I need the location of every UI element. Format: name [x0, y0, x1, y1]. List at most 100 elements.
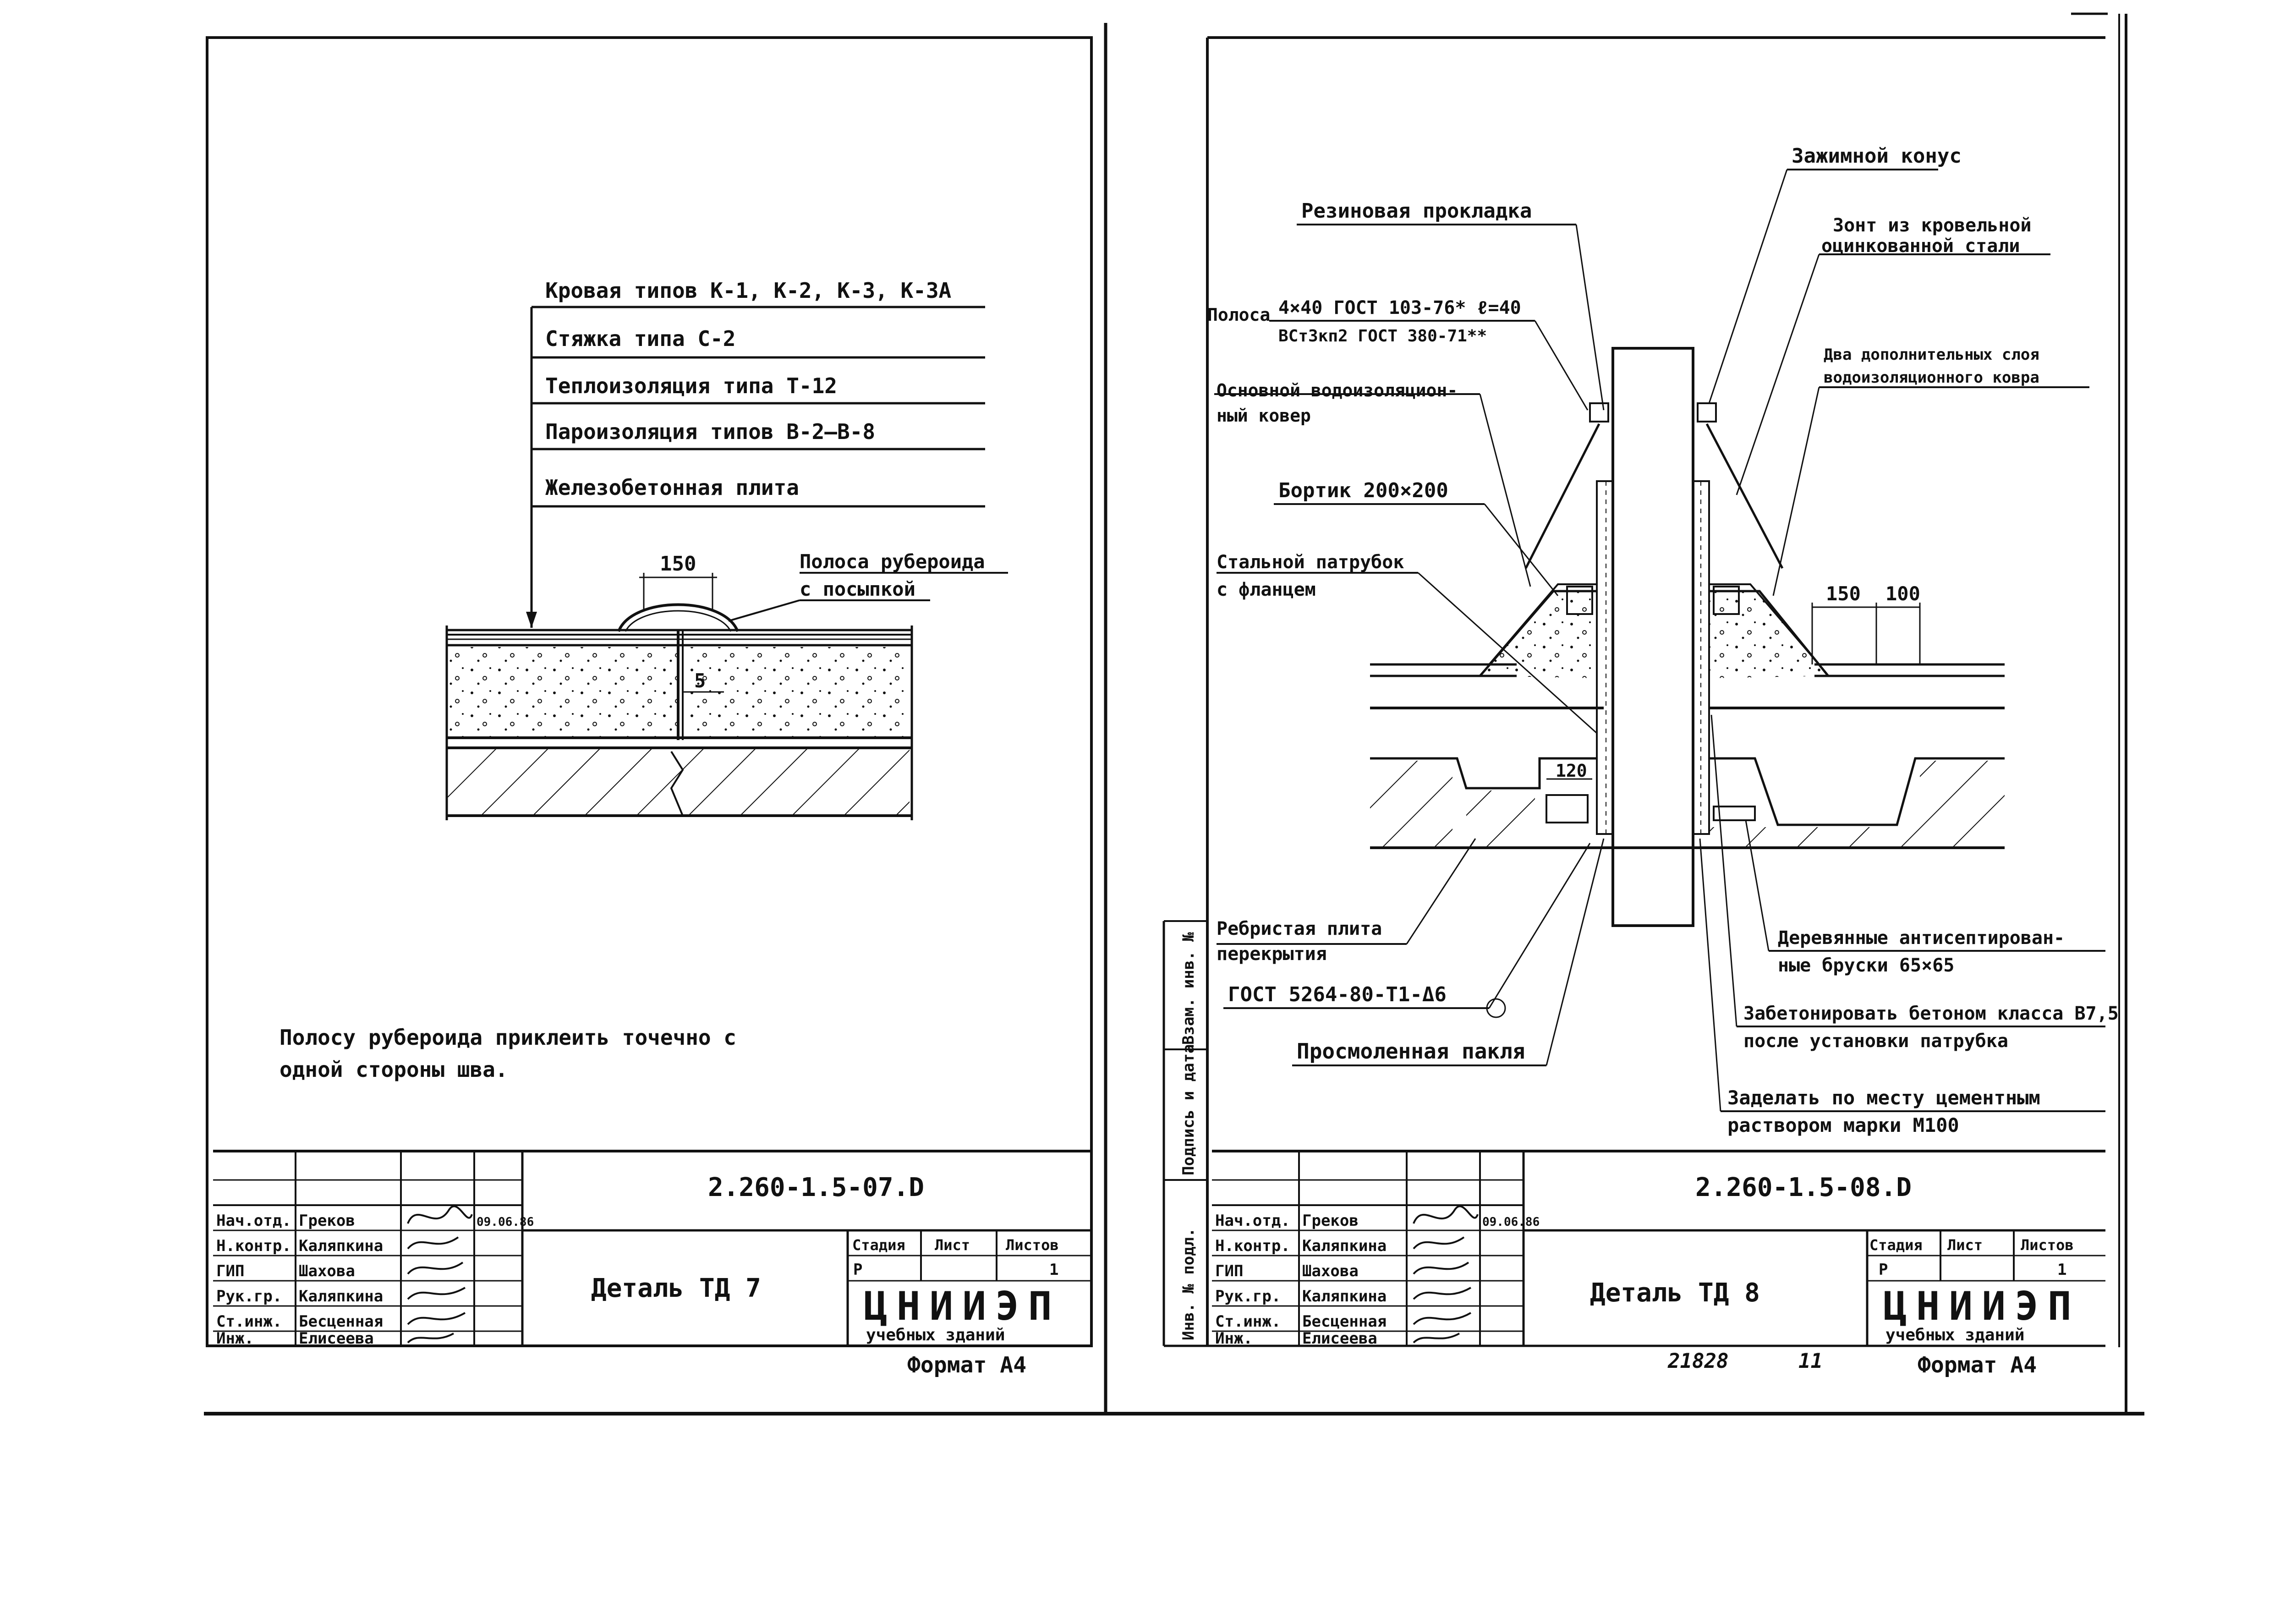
date-left: 09.06.86 [477, 1215, 534, 1229]
stage-header-right: Стадия [1869, 1236, 1923, 1254]
role-r-1: Нач.отд. [1215, 1212, 1290, 1230]
org-sub-right: учебных зданий [1885, 1326, 2024, 1344]
section-td8: 150 100 120 [1370, 347, 2005, 927]
role-4: Рук.гр. [216, 1287, 282, 1306]
role-6: Инж. [216, 1329, 254, 1348]
label-tow: Просмоленная пакля [1297, 1039, 1525, 1064]
label-strip-1: 4×40 ГОСТ 103-76* ℓ=40 [1278, 297, 1521, 318]
layer-leader: Кровая типов К-1, К-2, К-3, К-3А Стяжка … [526, 278, 985, 628]
label-pipe-1: Стальной патрубок [1217, 552, 1404, 573]
name-r-1: Греков [1302, 1212, 1359, 1230]
layer-2: Стяжка типа С-2 [545, 326, 735, 351]
dim-100: 100 [1885, 582, 1920, 605]
section-td7: 150 5 [445, 552, 913, 820]
detail-title-left: Деталь ТД 7 [591, 1273, 761, 1303]
right-sheet: Взам. инв. № Подпись и дата Инв. № подл. [1162, 36, 2119, 1378]
label-curb: Бортик 200×200 [1278, 479, 1448, 502]
layer-1: Кровая типов К-1, К-2, К-3, К-3А [545, 278, 951, 303]
label-main-carpet-1: Основной водоизоляцион- [1217, 380, 1458, 401]
dim-120: 120 [1556, 761, 1587, 781]
label-extra-1: Два дополнительных слоя [1824, 346, 2039, 364]
label-ribbed-1: Ребристая плита [1217, 918, 1382, 939]
left-sheet: Кровая типов К-1, К-2, К-3, К-3А Стяжка … [206, 36, 1093, 1378]
name-r-6: Елисеева [1302, 1329, 1377, 1348]
sheet-header-right: Лист [1947, 1236, 1983, 1254]
label-umbrella-1: Зонт из кровельной [1833, 215, 2031, 236]
side-label-3: Инв. № подл. [1179, 1228, 1198, 1340]
signatures-right [1413, 1205, 1479, 1344]
label-wood-1: Деревянные антисептирован- [1778, 927, 2065, 949]
side-label-1: Взам. инв. № [1179, 932, 1198, 1045]
dim-5: 5 [694, 669, 706, 692]
role-r-6: Инж. [1215, 1329, 1253, 1348]
role-2: Н.контр. [216, 1237, 291, 1255]
doc-code-left: 2.260-1.5-07.D [708, 1173, 924, 1202]
format-right: Формат А4 [1918, 1352, 2037, 1378]
layer-3: Теплоизоляция типа Т-12 [545, 373, 837, 398]
detail-title-right: Деталь ТД 8 [1590, 1278, 1760, 1308]
stage-right: Р [1879, 1261, 1888, 1279]
side-label-2: Подпись и дата [1179, 1044, 1198, 1175]
inventory-number: 21828 [1667, 1350, 1728, 1373]
name-3: Шахова [299, 1262, 355, 1280]
org-sub-left: учебных зданий [866, 1326, 1005, 1344]
label-mortar-1: Заделать по месту цементным [1727, 1086, 2040, 1109]
name-1: Греков [299, 1212, 355, 1230]
label-clamp-cone: Зажимной конус [1792, 144, 1962, 168]
stage-left: Р [853, 1261, 862, 1279]
label-strip-prefix: Полоса [1207, 305, 1270, 325]
strip-leader: Полоса рубероида с посыпкой [728, 550, 1008, 622]
name-r-4: Каляпкина [1302, 1287, 1387, 1306]
org-name-right: ЦНИИЭП [1883, 1284, 2081, 1329]
label-gost-bolt: ГОСТ 5264-80-Т1-Δ6 [1228, 983, 1447, 1006]
label-extra-2: водоизоляционного ковра [1824, 368, 2039, 387]
sheets-header-left: Листов [1006, 1236, 1059, 1254]
dim-150-left: 150 [660, 552, 696, 576]
role-5: Ст.инж. [216, 1312, 282, 1331]
name-r-2: Каляпкина [1302, 1237, 1387, 1255]
layer-4: Пароизоляция типов В-2—В-8 [545, 419, 875, 444]
label-umbrella-2: оцинкованной стали [1821, 236, 2020, 257]
label-wood-2: ные бруски 65×65 [1778, 955, 1954, 976]
name-r-5: Бесценная [1302, 1312, 1387, 1331]
role-r-2: Н.контр. [1215, 1237, 1290, 1255]
role-1: Нач.отд. [216, 1212, 291, 1230]
role-3: ГИП [216, 1262, 244, 1280]
title-block-left: Нач.отд. Н.контр. ГИП Рук.гр. Ст.инж. Ин… [213, 1150, 1091, 1378]
sheets-header-right: Листов [2021, 1236, 2074, 1254]
role-r-3: ГИП [1215, 1262, 1243, 1280]
signatures [407, 1205, 473, 1344]
format-left: Формат А4 [907, 1352, 1026, 1378]
title-block-right: Нач.отд. Н.контр. ГИП Рук.гр. Ст.инж. Ин… [1212, 1150, 2105, 1378]
note-line-1: Полосу рубероида приклеить точечно с [280, 1025, 736, 1050]
name-2: Каляпкина [299, 1237, 383, 1255]
label-mortar-2: раствором марки М100 [1727, 1114, 1959, 1136]
org-name-left: ЦНИИЭП [864, 1284, 1061, 1329]
label-strip-2: ВСт3кп2 ГОСТ 380-71** [1278, 327, 1487, 346]
sheets-left: 1 [1049, 1261, 1058, 1279]
sheet-header-left: Лист [935, 1236, 970, 1254]
note-line-2: одной стороны шва. [280, 1057, 508, 1082]
name-r-3: Шахова [1302, 1262, 1359, 1280]
strip-label-1: Полоса рубероида [800, 550, 985, 573]
label-main-carpet-2: ный ковер [1217, 406, 1311, 426]
date-right: 09.06.86 [1482, 1215, 1540, 1229]
sheets-right: 1 [2057, 1261, 2066, 1279]
strip-label-2: с посыпкой [800, 578, 915, 600]
stage-header-left: Стадия [852, 1236, 905, 1254]
callouts-td8: Зажимной конус Резиновая прокладка Зонт … [1207, 144, 2119, 1136]
doc-code-right: 2.260-1.5-08.D [1695, 1173, 1912, 1202]
label-concrete-1: Забетонировать бетоном класса В7,5 [1743, 1003, 2119, 1024]
role-r-4: Рук.гр. [1215, 1287, 1281, 1306]
sheet-borders [204, 12, 2144, 1416]
name-4: Каляпкина [299, 1287, 383, 1306]
name-6: Елисеева [299, 1329, 374, 1348]
name-5: Бесценная [299, 1312, 383, 1331]
label-ribbed-2: перекрытия [1217, 944, 1327, 965]
layer-5: Железобетонная плита [545, 475, 799, 500]
role-r-5: Ст.инж. [1215, 1312, 1281, 1331]
label-pipe-2: с фланцем [1217, 579, 1316, 600]
label-rubber-gasket: Резиновая прокладка [1301, 199, 1532, 223]
label-concrete-2: после установки патрубка [1743, 1031, 2008, 1052]
